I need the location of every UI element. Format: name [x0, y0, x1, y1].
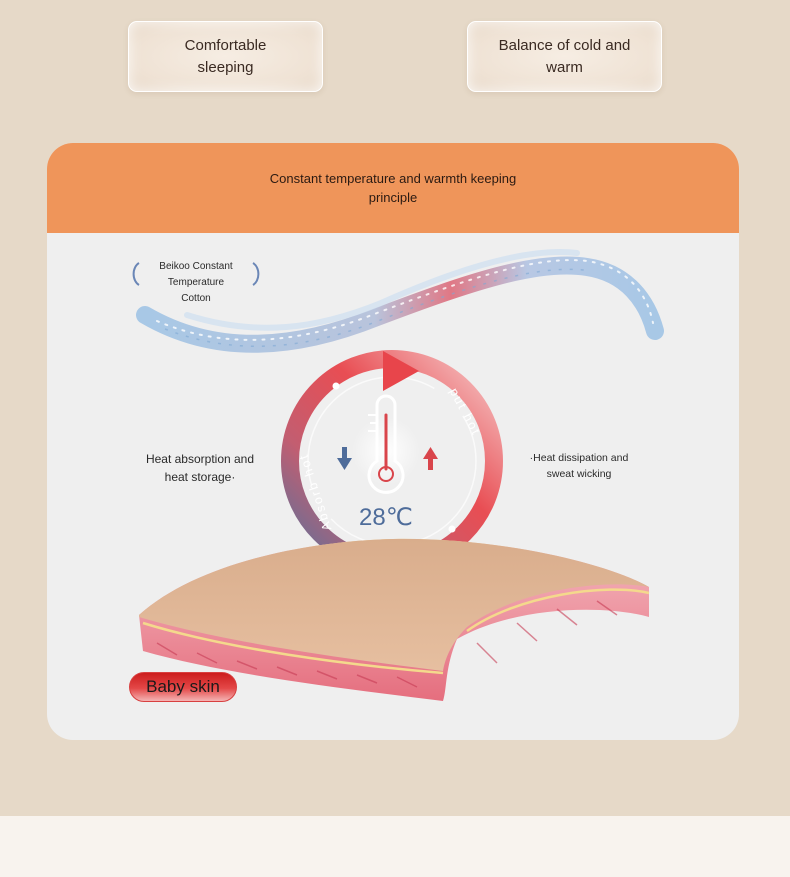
arrow-down-icon [337, 447, 352, 470]
heat-absorption-label: Heat absorption and heat storage· [145, 452, 255, 484]
principle-title: Constant temperature and warmth keeping … [269, 171, 517, 205]
baby-skin-badge: Baby skin [129, 672, 237, 702]
cotton-label-bracket [132, 262, 260, 286]
feature-tag-balance: Balance of cold and warm [467, 21, 662, 92]
principle-card-header: Constant temperature and warmth keeping … [47, 143, 739, 233]
feature-tag-label: Comfortable sleeping [184, 36, 267, 76]
arrow-up-icon [423, 447, 438, 470]
skin-layer [139, 538, 650, 701]
feature-tag-comfortable-sleeping: Comfortable sleeping [128, 21, 323, 92]
cotton-label: Beikoo Constant Temperature Cotton [159, 261, 233, 304]
feature-tag-label: Balance of cold and warm [498, 36, 631, 76]
cycle-arrow-top-icon [383, 351, 419, 391]
temperature-value: 28℃ [359, 504, 413, 531]
heat-dissipation-label: ·Heat dissipation and sweat wicking [529, 452, 629, 480]
page-footer-band [0, 816, 790, 877]
cotton-fiber-layer [136, 249, 664, 353]
principle-card: Constant temperature and warmth keeping … [47, 143, 739, 740]
baby-skin-label: Baby skin [146, 677, 220, 696]
thermometer-icon [352, 394, 420, 494]
temperature-illustration [132, 249, 664, 701]
